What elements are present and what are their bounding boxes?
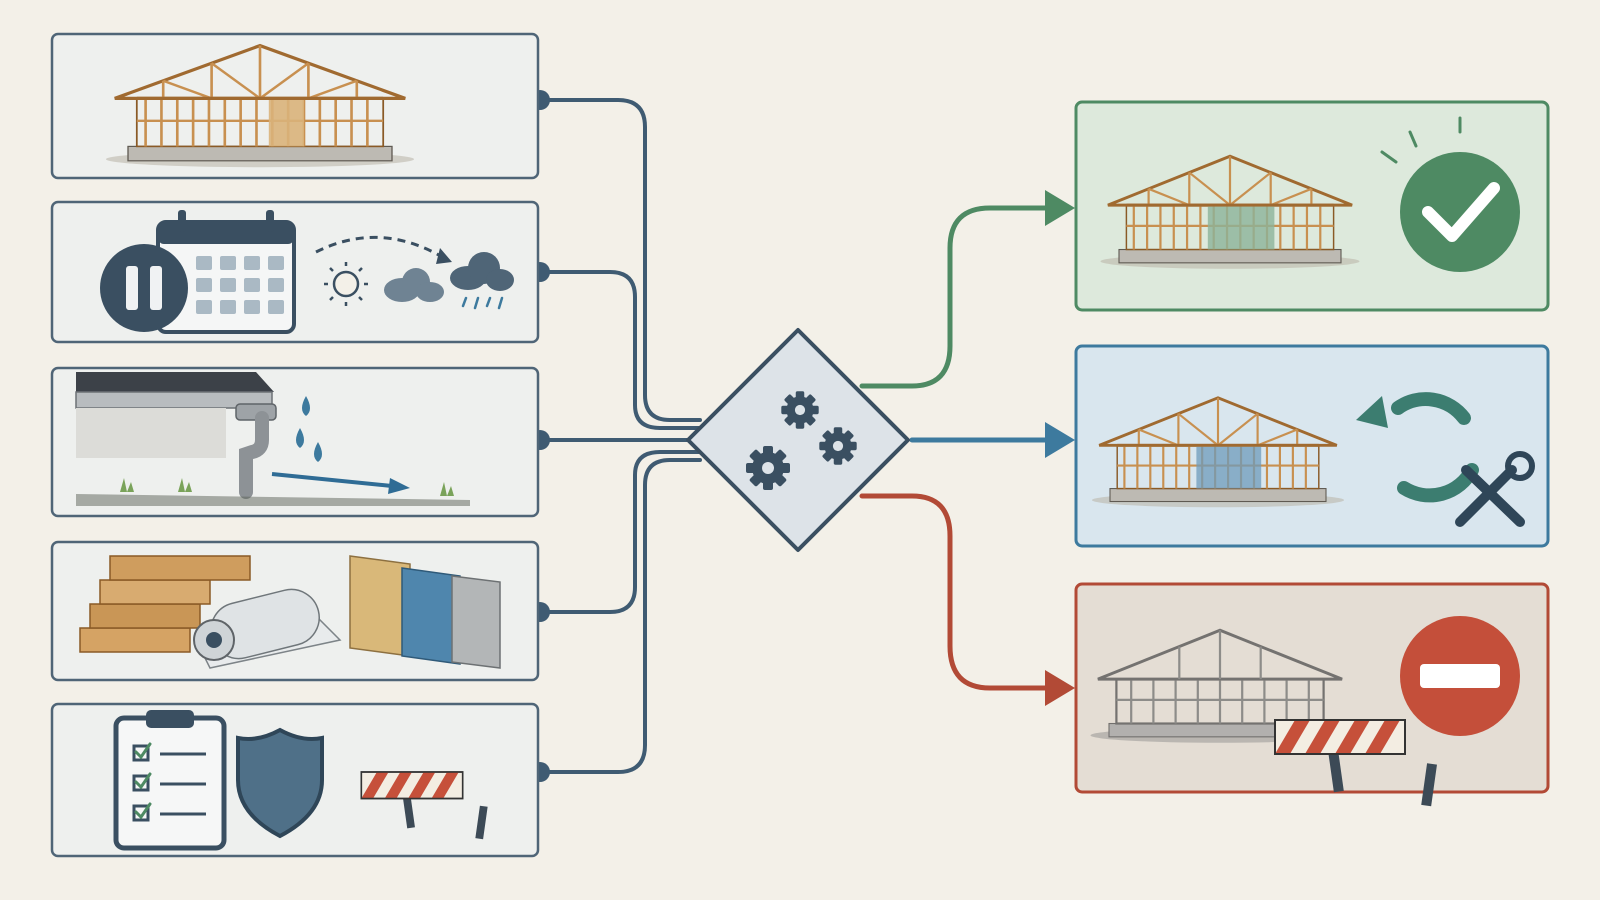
board-panel-icon	[451, 575, 501, 669]
forecast-arrow	[315, 235, 445, 260]
lumber-stack-icon	[79, 555, 251, 653]
grass-tufts	[120, 478, 454, 496]
sun-icon	[324, 262, 368, 306]
input-panel-house-frame	[50, 32, 540, 180]
connector-2	[538, 270, 702, 430]
checkmark-icon	[1380, 116, 1520, 272]
no-entry-icon	[1400, 616, 1520, 736]
outcome-panel-proceed	[1074, 100, 1550, 312]
pause-icon	[100, 244, 188, 332]
halt-arrowhead	[1045, 670, 1075, 706]
outcome-panel-halt	[1074, 582, 1550, 806]
cycle-arrows-icon	[1356, 392, 1479, 503]
input-panel-schedule-weather	[50, 200, 540, 344]
calendar-icon	[156, 210, 296, 334]
halt-arrow	[859, 493, 1048, 691]
input-panel-gutter-drainage	[50, 366, 540, 518]
house-frame-icon	[1099, 154, 1361, 271]
tools-icon	[1455, 451, 1535, 527]
water-drop-icon	[296, 396, 322, 462]
rain-cloud-icon	[450, 252, 514, 310]
rework-arrowhead	[1045, 422, 1075, 458]
input-panel-compliance	[50, 702, 540, 858]
flow-arrow-icon	[271, 472, 410, 494]
checklist-clipboard-icon	[113, 710, 227, 851]
proceed-arrow	[859, 205, 1048, 389]
sheathing-panel-icon	[401, 567, 461, 665]
house-wrap-roll-icon	[193, 588, 342, 669]
proceed-arrowhead	[1045, 190, 1075, 226]
input-connectors	[538, 98, 702, 774]
gutter-downspout-icon	[75, 372, 277, 499]
input-panel-materials	[50, 540, 540, 682]
house-frame-icon	[104, 43, 416, 169]
ground-strip	[76, 494, 470, 506]
connector-4	[538, 450, 702, 614]
osb-panel-icon	[349, 555, 411, 657]
outcome-panel-rework	[1074, 344, 1550, 548]
cloud-icon	[384, 268, 444, 302]
connector-5	[538, 458, 702, 774]
decision-hub	[686, 328, 910, 552]
shield-icon	[236, 727, 324, 839]
connector-1	[538, 98, 702, 422]
house-frame-icon	[1090, 396, 1346, 509]
